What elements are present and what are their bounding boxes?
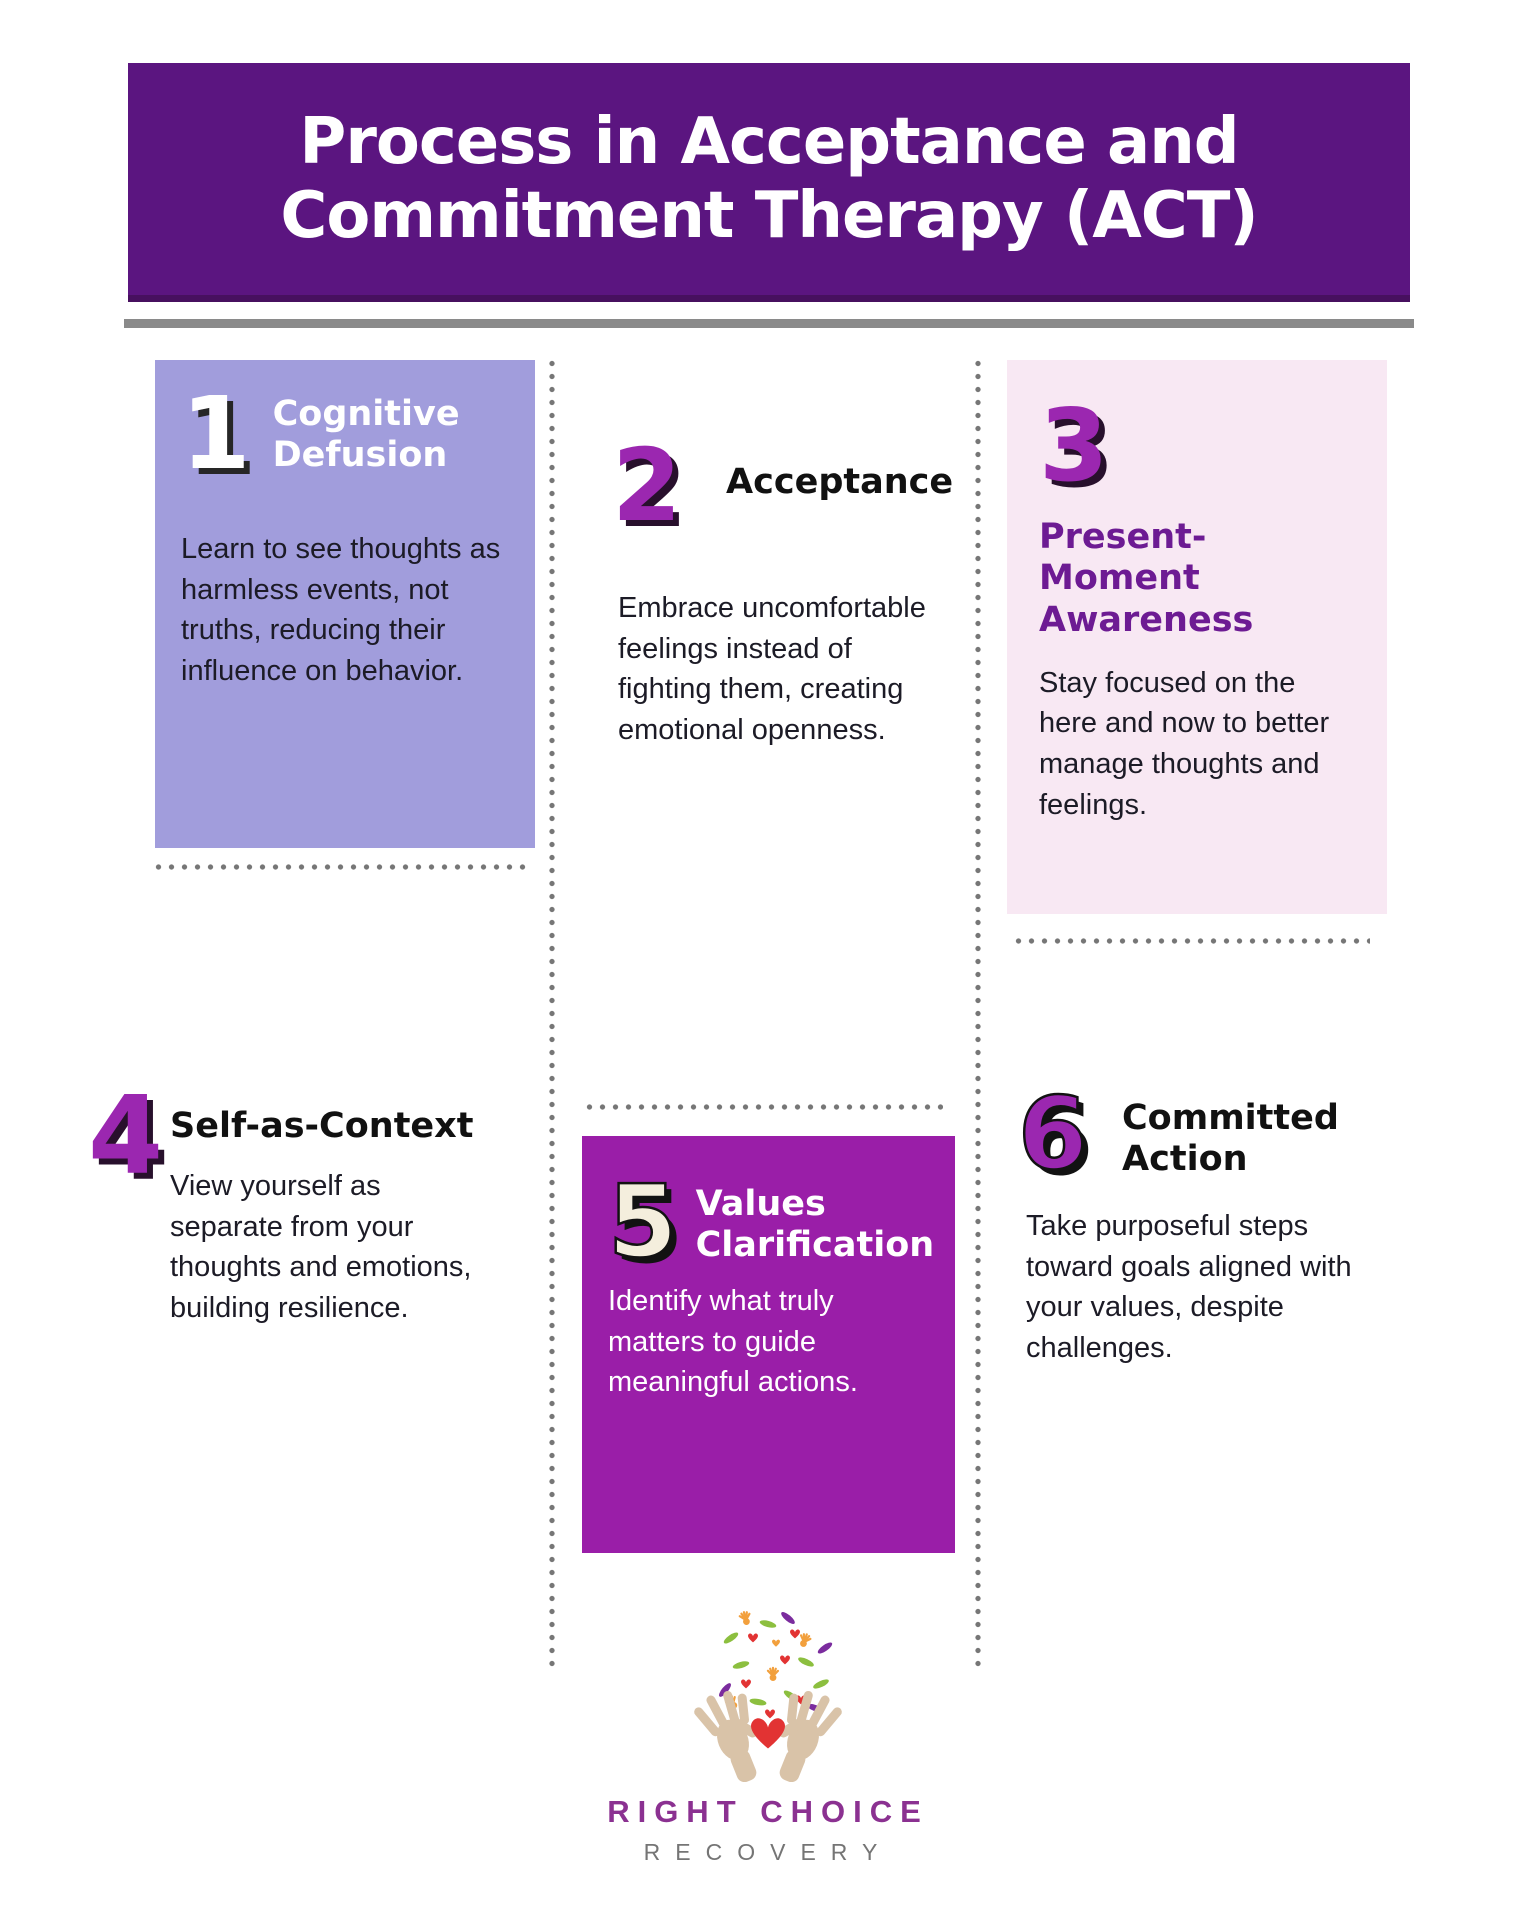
logo-brand-subtitle: RECOVERY: [643, 1839, 893, 1865]
section-1-number: 1: [181, 375, 251, 492]
section-3-title: Present-Moment Awareness: [1039, 517, 1254, 640]
section-6-body: Take purposeful steps toward goals align…: [1026, 1210, 1352, 1364]
vertical-dotted-divider-left: [549, 357, 555, 1669]
section-5-number: 5: [607, 1163, 679, 1280]
section-1-heading: 1 Cognitive Defusion: [181, 375, 509, 492]
section-6-title: Committed Action: [1122, 1098, 1339, 1180]
section-5-body: Identify what truly matters to guide mea…: [608, 1285, 858, 1399]
section-4-body: View yourself as separate from your thou…: [170, 1170, 472, 1324]
section-4-number: 4: [88, 1074, 164, 1199]
section-3-number: 3: [1039, 387, 1109, 504]
vertical-dotted-divider-right: [975, 357, 981, 1669]
section-cognitive-defusion: 1 Cognitive Defusion Learn to see though…: [155, 360, 535, 848]
hands-holding-hearts-icon: [689, 1610, 847, 1782]
header-divider: [124, 319, 1414, 328]
section-6-number: 6: [1017, 1075, 1089, 1192]
section-present-moment-awareness: 3 Present-Moment Awareness Stay focused …: [1007, 360, 1387, 914]
section-1-body: Learn to see thoughts as harmless events…: [181, 533, 501, 687]
dotted-divider-below-section-3: [1012, 938, 1370, 944]
dotted-divider-above-section-5: [583, 1104, 943, 1110]
brand-logo: RIGHT CHOICE RECOVERY: [0, 1610, 1536, 1866]
section-5-heading: 5 Values Clarification: [607, 1163, 935, 1280]
header-banner: Process in Acceptance and Commitment The…: [128, 63, 1410, 302]
section-3-body: Stay focused on the here and now to bett…: [1039, 666, 1330, 821]
section-4-title: Self-as-Context: [170, 1106, 474, 1146]
section-1-title: Cognitive Defusion: [272, 394, 460, 476]
section-2-title: Acceptance: [726, 462, 954, 502]
section-values-clarification: 5 Values Clarification Identify what tru…: [582, 1136, 955, 1553]
page-title: Process in Acceptance and Commitment The…: [280, 104, 1258, 253]
section-2-number: 2: [612, 427, 682, 544]
logo-brand-name: RIGHT CHOICE: [607, 1794, 929, 1829]
section-5-title: Values Clarification: [695, 1184, 935, 1266]
section-2-body: Embrace uncomfortable feelings instead o…: [618, 592, 926, 746]
dotted-divider-below-section-1: [152, 864, 526, 870]
